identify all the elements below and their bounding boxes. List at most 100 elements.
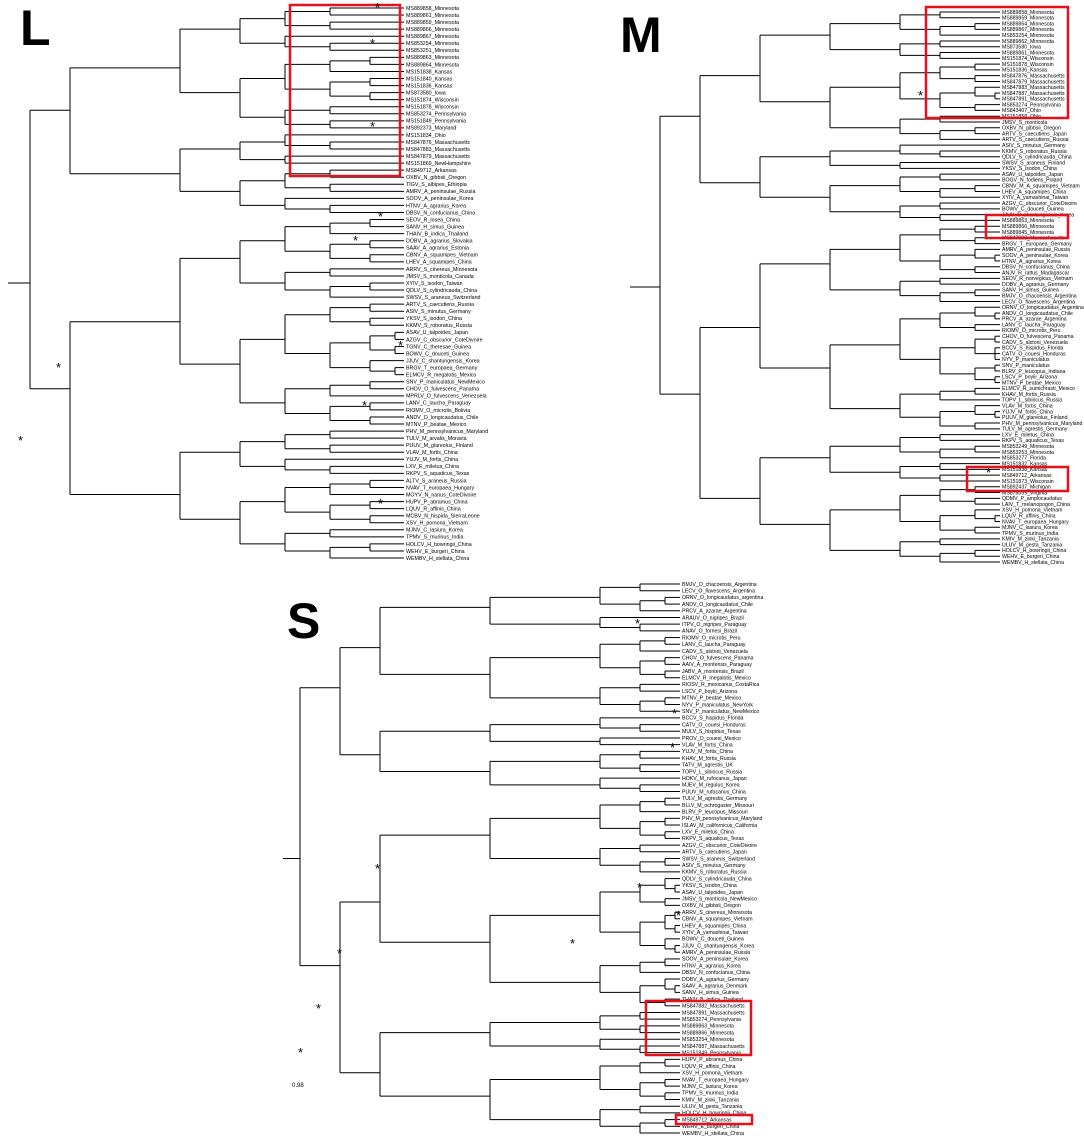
support-mark: * <box>570 936 575 951</box>
leaf-label: CBNV_A_squamipes_Vietnam <box>682 917 753 923</box>
leaf-label: XYIV_S_isodon_Taiwan <box>406 281 463 287</box>
leaf-label: MS889863_Minnesota <box>682 1024 734 1030</box>
highlight-box <box>924 5 1070 120</box>
leaf-label: PUUV_M_glareolus_Finland <box>1002 415 1068 421</box>
leaf-label: VLAV_M_fortis_China <box>406 450 458 456</box>
leaf-label: PUUV_M_glareolus_Finland <box>406 443 473 449</box>
leaf-label: HTNV_A_agrarius_Korea <box>406 203 466 209</box>
leaf-label: CHOV_O_fulvescens_Panama <box>1002 334 1074 340</box>
leaf-label: MS151873_Wisconsin <box>1002 479 1054 485</box>
leaf-label: QDLV_S_cylindricauda_China <box>406 288 477 294</box>
leaf-label: HTNV_A_agrarius_Korea <box>1002 259 1061 265</box>
leaf-label: MS889867_Minnesota <box>1002 27 1054 33</box>
leaf-label: ELMCV_R_megalotis_Mexico <box>682 676 751 682</box>
leaf-label: MS847883_Massachusetts <box>1002 85 1065 91</box>
leaf-label: ASAV_U_talpoides_Japan <box>682 890 743 896</box>
leaf-label: MS151834_Ohio <box>406 133 446 139</box>
leaf-label: YKSV_S_isodon_China <box>1002 166 1057 172</box>
leaf-label: MS847887_Massachusetts <box>1002 91 1065 97</box>
leaf-label: TULV_M_arvalis_Moravia <box>406 436 467 442</box>
support-mark: * <box>362 398 367 413</box>
leaf-label: ORNV_O_longicaudatus_argentina <box>682 595 763 601</box>
leaf-label: PHV_M_pennsylvanicus_Maryland <box>406 429 488 435</box>
leaf-label: ARTV_S_caecutiens_Russia <box>1002 137 1069 143</box>
leaf-label: TGNV_C_theresae_Guinea <box>406 344 471 350</box>
leaf-label: MS889862_Minnesota <box>1002 39 1054 45</box>
leaf-label: MS151840_Kansas <box>406 76 453 82</box>
leaf-label: MS151836_Kansas <box>406 83 453 89</box>
leaf-label: MS847879_Massachusetts <box>1002 79 1065 85</box>
leaf-label: YUJV_M_fortis_China <box>406 457 458 463</box>
leaf-label: LANV_C_laucha_Paraguay <box>682 642 746 648</box>
leaf-label: BMJV_O_chacoensis_Argentina <box>682 582 757 588</box>
panel-label-S: S <box>287 593 320 649</box>
leaf-label: DBSV_N_confucianus_China <box>682 970 750 976</box>
support-mark: * <box>56 360 61 375</box>
leaf-label: MS849712_Arkansas <box>406 168 457 174</box>
leaf-label: QDLV_S_cylindricauda_China <box>682 876 752 882</box>
leaf-label: PRCV_A_azarae_Argentina <box>682 609 747 615</box>
support-mark: * <box>375 861 380 876</box>
leaf-label: BRGV_T_europaea_Germany <box>1002 241 1072 247</box>
leaf-label: SEOV_R_norvegicus_Vietnam <box>1002 276 1073 282</box>
leaf-label: PHV_M_pennsylvanicus_Maryland <box>1002 421 1083 427</box>
leaf-label: BLLV_M_ochrogaster_Missouri <box>682 803 754 809</box>
leaf-label: SANV_H_simus_Guinea <box>682 990 739 996</box>
leaf-label: MS889866_Minnesota <box>1002 224 1054 230</box>
leaf-label: LSCV_P_boylii_Arizona <box>682 689 737 695</box>
leaf-label: CBNV_M_A_squamipes_Vietnam <box>1002 184 1080 190</box>
leaf-label: OXBV_N_gibbsii_Oregon <box>682 903 741 909</box>
leaf-label: MJNV_C_lasiura_Korea <box>406 528 463 534</box>
highlight-box <box>674 1113 754 1126</box>
leaf-label: BMJV_O_chacoensis_Argentina <box>1002 294 1077 300</box>
leaf-label: TULV_M_agrestis_Germany <box>682 796 748 802</box>
leaf-label: ASIV_S_minutus_Germany <box>682 863 746 869</box>
leaf-label: SOOV_A_peninsulae_Korea <box>406 196 473 202</box>
leaf-label: MS873580_Iowa <box>1002 45 1041 51</box>
leaf-label: KKMV_S_roboratus_Russia <box>1002 149 1067 155</box>
leaf-label: SWSV_S_araneus_Switzerland <box>682 856 755 862</box>
support-mark: * <box>337 946 342 961</box>
leaf-label: MS853254_Minnesota <box>406 41 459 47</box>
leaf-label: MS853274_Pennsylvania <box>406 112 466 118</box>
leaf-label: CATV_O_couesi_Honduras <box>1002 351 1066 357</box>
leaf-label: MS151838_Kansas <box>406 69 453 75</box>
leaf-label: MS889866_Minnesota <box>682 1030 734 1036</box>
tree-panel-M: MS889858_MinnesotaMS889859_MinnesotaMS88… <box>630 5 1084 566</box>
support-mark: * <box>986 465 991 480</box>
leaf-label: WEMBV_H_stellata_China <box>682 1131 744 1137</box>
leaf-label: TPMV_S_murinus_India <box>406 535 463 541</box>
leaf-label: ARAUV_O_nigripes_Brazil <box>682 615 744 621</box>
leaf-label: MTNV_P_beatae_Mexico <box>682 696 741 702</box>
leaf-label: VLAV_M_fortis_China <box>682 743 733 749</box>
leaf-label: MS843407_Ohio <box>1002 108 1041 114</box>
leaf-label: ULUV_M_gesta_Tanzania <box>1002 542 1062 548</box>
support-mark: * <box>375 0 380 15</box>
leaf-label: YUJV_M_fortis_China <box>682 749 733 755</box>
leaf-label: DBSV_N_confucianus_China <box>1002 265 1070 271</box>
leaf-label: KMIV_M_zinki_Tanzania <box>682 1097 739 1103</box>
leaf-label: ISLAV_M_californicus_California <box>682 823 757 829</box>
leaf-label: SOOV_A_peninsulae_Korea <box>682 957 748 963</box>
leaf-label: BCCV_S_hispidus_Florida <box>1002 346 1064 352</box>
leaf-label: MS892437_Michigan <box>1002 485 1051 491</box>
leaf-label: MS151874_Wisconsin <box>1002 56 1054 62</box>
leaf-label: WEMBV_H_stellata_China <box>1002 560 1064 566</box>
leaf-label: ANDV_O_longicaudatus_Chile <box>682 602 753 608</box>
panel-label-M: M <box>620 7 662 63</box>
leaf-label: MULV_S_hispidus_Texas <box>682 729 741 735</box>
leaf-label: SWSV_S_araneus_Finland <box>1002 160 1065 166</box>
leaf-label: MS847876_Massachusetts <box>406 140 470 146</box>
leaf-label: MS847882_Massachusetts <box>682 1004 745 1010</box>
leaf-label: SAAV_A_agrarius_Estonia <box>406 246 469 252</box>
support-mark: * <box>670 740 675 755</box>
leaf-label: LECV_O_flavescens_Argentina <box>1002 299 1075 305</box>
leaf-label: DOBV_A_agrarius_Slovakia <box>406 239 473 245</box>
leaf-label: MS849712_Arkansas <box>682 1117 732 1123</box>
leaf-label: VLAV_M_fortis_China <box>1002 404 1053 410</box>
leaf-label: MS889867_Minnesota <box>406 34 459 40</box>
leaf-label: RKPV_S_aquaticus_Texas <box>406 471 470 477</box>
leaf-label: CHOV_O_fulvescens_Panama <box>406 387 479 393</box>
leaf-label: ARTV_S_caecutiens_Japan <box>682 850 747 856</box>
